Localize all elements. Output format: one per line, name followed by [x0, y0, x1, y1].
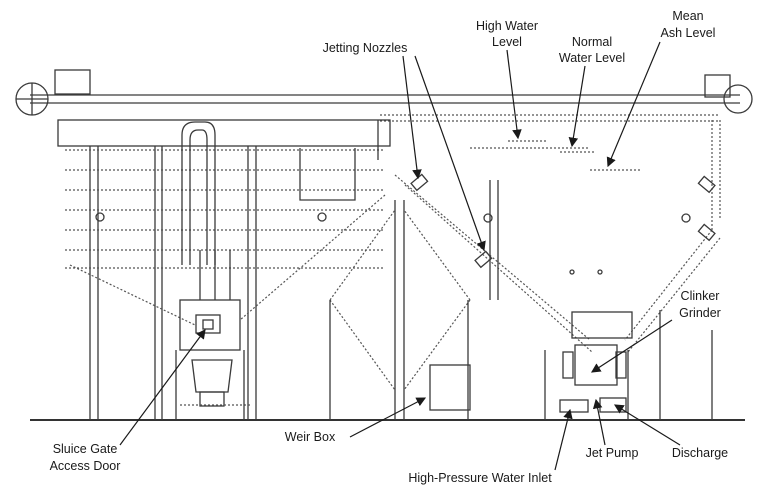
top-pipe	[15, 69, 753, 122]
arrow-clinker-grinder	[590, 319, 673, 373]
sluice-gate-label: Sluice Gate	[53, 442, 118, 456]
right-hopper	[377, 120, 721, 420]
normal-water-level-label-2: Water Level	[559, 51, 625, 65]
arrow-hp-water-inlet	[554, 408, 573, 471]
arrow-nozzle-2	[414, 55, 486, 252]
normal-water-level-label: Normal	[572, 35, 612, 49]
jetting-nozzles-label: Jetting Nozzles	[323, 41, 408, 55]
arrow-mean-ash	[606, 41, 661, 168]
hp-water-inlet-label: High-Pressure Water Inlet	[408, 471, 552, 485]
arrow-sluice-gate	[119, 329, 206, 446]
discharge-label: Discharge	[672, 446, 728, 460]
arrow-nozzle-1	[402, 55, 422, 180]
high-water-level-label: High Water	[476, 19, 538, 33]
arrow-high-water	[506, 49, 522, 140]
sluice-gate-label-2: Access Door	[50, 459, 121, 473]
jet-pump-label: Jet Pump	[586, 446, 639, 460]
mean-ash-level-label: Mean	[672, 9, 703, 23]
arrow-discharge	[613, 404, 681, 446]
high-water-level-label-2: Level	[492, 35, 522, 49]
arrow-jet-pump	[592, 398, 606, 446]
leader-arrows	[119, 41, 681, 471]
clinker-grinder-label: Clinker	[681, 289, 720, 303]
arrow-weir-box	[349, 397, 427, 438]
clinker-grinder-label-2: Grinder	[679, 306, 721, 320]
weir-box-label: Weir Box	[285, 430, 336, 444]
left-hopper	[57, 119, 391, 420]
arrow-normal-water	[568, 65, 586, 148]
jetting-nozzles	[410, 173, 716, 269]
weir-box-structure	[299, 148, 499, 420]
mean-ash-level-label-2: Ash Level	[661, 26, 716, 40]
